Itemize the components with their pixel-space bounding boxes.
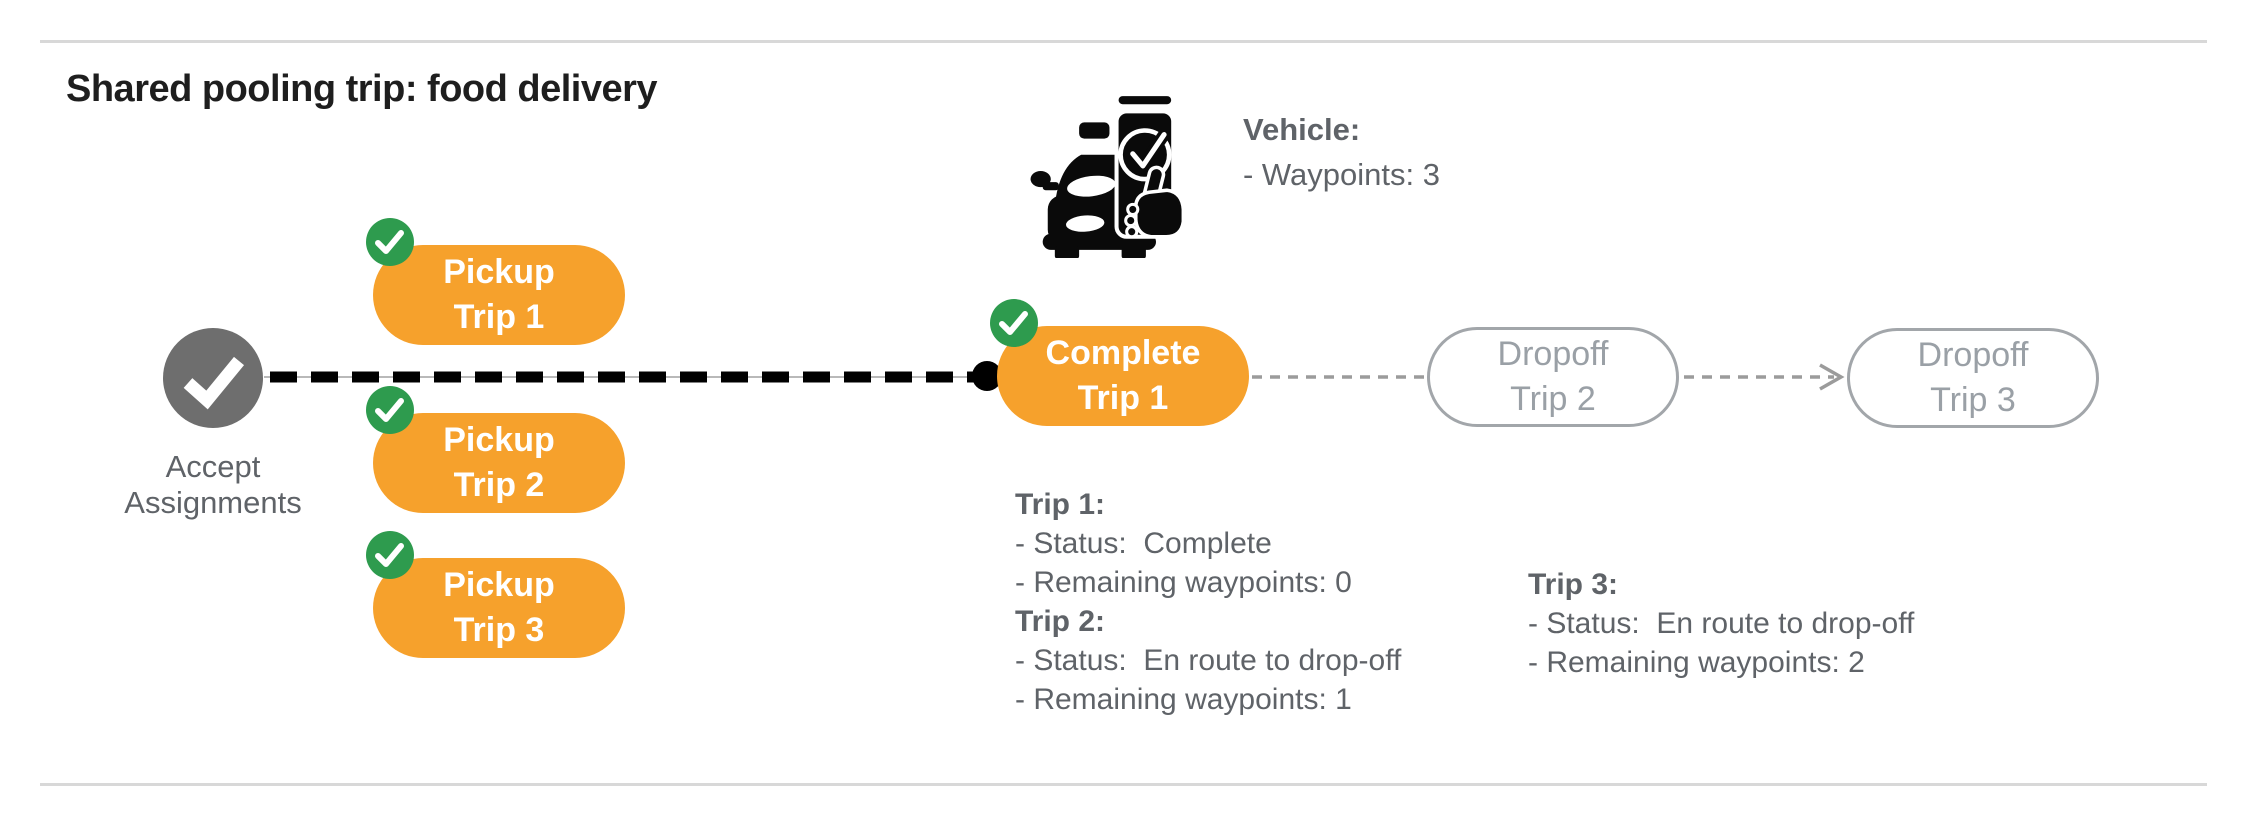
node-dropoff-trip-3: Dropoff Trip 3 [1847, 328, 2099, 428]
node-dropoff-trip-2: Dropoff Trip 2 [1427, 327, 1679, 427]
trip-3-waypoints-line: - Remaining waypoints: 2 [1528, 646, 1865, 679]
trip-2-heading: Trip 2: [1015, 605, 1106, 638]
node-complete-trip-1: Complete Trip 1 [990, 299, 1249, 426]
trip-2-status-line: - Status: En route to drop-off [1015, 644, 1402, 677]
accept-check-circle-icon [163, 328, 263, 428]
vehicle-heading: Vehicle: [1243, 112, 1361, 147]
node-label: Pickup Trip 3 [443, 566, 555, 649]
bottom-divider [40, 783, 2207, 786]
trip-1-heading: Trip 1: [1015, 488, 1106, 521]
node-pickup-trip-3: Pickup Trip 3 [366, 531, 625, 658]
node-label: Pickup Trip 1 [443, 253, 555, 336]
node-pickup-trip-2: Pickup Trip 2 [366, 386, 625, 513]
node-label: Complete Trip 1 [1045, 334, 1201, 417]
check-badge-icon [366, 531, 414, 579]
check-badge-icon [990, 299, 1038, 347]
top-divider [40, 40, 2207, 43]
trip-3-heading: Trip 3: [1528, 568, 1619, 601]
car-phone-check-icon [1030, 92, 1186, 258]
pointing-hand [1124, 165, 1186, 239]
page-title: Shared pooling trip: food delivery [66, 68, 658, 110]
vehicle-waypoints-line: - Waypoints: 3 [1243, 157, 1440, 192]
trip-status-block-1: Trip 1: - Status: Complete - Remaining w… [1015, 485, 1401, 719]
trip-3-status-line: - Status: En route to drop-off [1528, 607, 1915, 640]
check-badge-icon [366, 386, 414, 434]
accept-assignments-label: Accept Assignments [124, 449, 302, 520]
trip-1-waypoints-line: - Remaining waypoints: 0 [1015, 566, 1352, 599]
check-badge-icon [366, 218, 414, 266]
node-label: Dropoff Trip 3 [1917, 336, 2029, 419]
current-position-dot [972, 361, 1002, 391]
trip-1-status-line: - Status: Complete [1015, 527, 1272, 560]
node-pickup-trip-1: Pickup Trip 1 [366, 218, 625, 345]
trip-status-block-2: Trip 3: - Status: En route to drop-off -… [1528, 565, 1914, 682]
node-label: Pickup Trip 2 [443, 421, 555, 504]
trip-2-waypoints-line: - Remaining waypoints: 1 [1015, 683, 1352, 716]
node-label: Dropoff Trip 2 [1497, 335, 1609, 418]
arrowhead-right-icon [1819, 363, 1845, 391]
